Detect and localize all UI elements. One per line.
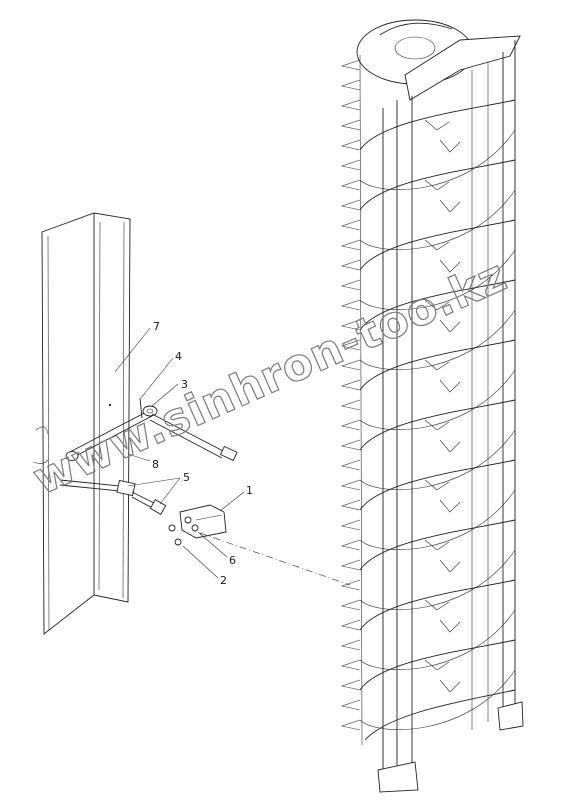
- leader-lines: [114, 327, 245, 579]
- callout-3: 3: [181, 378, 188, 391]
- auger-teeth-left: [340, 54, 363, 746]
- housing-panel: [33, 212, 131, 635]
- callout-8: 8: [152, 458, 159, 471]
- auger-assembly: [340, 19, 524, 793]
- callout-7: 7: [153, 320, 160, 333]
- callout-4: 4: [175, 350, 182, 363]
- callout-1: 1: [246, 484, 253, 497]
- linkage-parts: [59, 397, 351, 586]
- callout-labels: 7 4 3 8 5 1 6 2: [152, 320, 253, 587]
- auger-flights: [359, 99, 516, 741]
- auger-teeth-inner: [424, 119, 461, 693]
- callout-2: 2: [220, 574, 227, 587]
- callout-5: 5: [183, 471, 190, 484]
- callout-6: 6: [229, 554, 236, 567]
